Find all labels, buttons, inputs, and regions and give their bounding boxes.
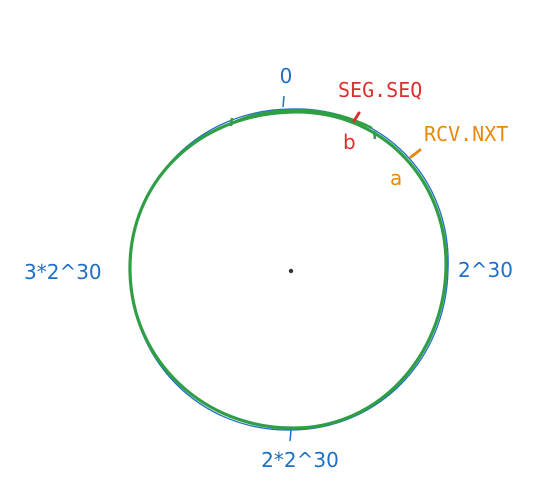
label-zero: 0 (280, 64, 293, 88)
label-two-pow-30: 2^30 (458, 258, 513, 282)
tick-top (282, 95, 285, 108)
green-tick-right (372, 130, 377, 140)
rcv-nxt-letter: a (390, 166, 402, 190)
tick-bottom (289, 429, 292, 442)
rcv-nxt-tick (409, 148, 422, 159)
seg-seq-letter: b (343, 130, 356, 154)
green-tick-left (229, 117, 234, 127)
label-two-times-two-pow-30: 2*2^30 (261, 448, 339, 472)
rcv-nxt-label: RCV.NXT (424, 122, 508, 146)
center-dot (288, 268, 294, 274)
label-three-times-two-pow-30: 3*2^30 (24, 260, 102, 284)
sequence-circle-green (128, 110, 448, 430)
seg-seq-tick (352, 111, 361, 123)
seg-seq-label: SEG.SEQ (338, 78, 422, 102)
